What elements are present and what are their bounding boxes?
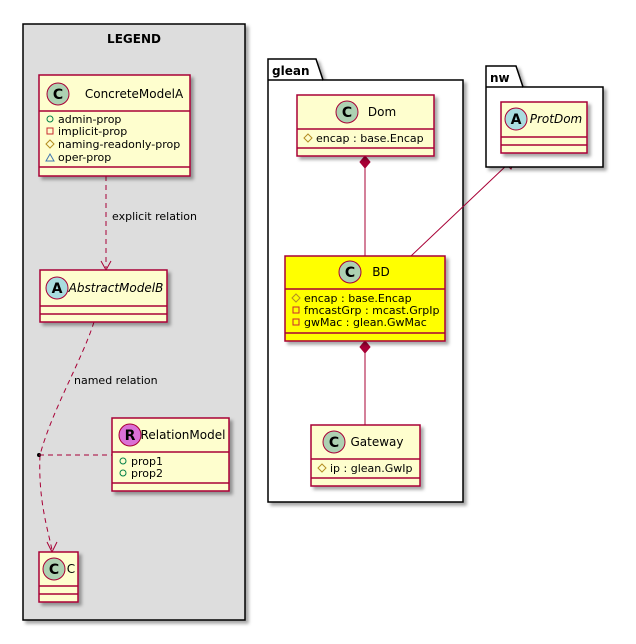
private-visibility-icon [292,306,300,314]
relation-stereotype-circle-icon [118,423,142,447]
composition-diamond-icon [359,340,371,354]
class-stereotype-letter: C [345,265,355,281]
private-visibility-icon [292,318,300,326]
public-visibility-icon [119,457,127,465]
class-member: prop1 [131,455,163,468]
class-member: encap : base.Encap [316,132,424,145]
class-stereotype-letter: C [342,105,352,121]
class-stereotype-circle-icon [335,100,359,124]
class-member: naming-readonly-prop [58,138,180,151]
class-name: C [67,562,75,576]
class-member: gwMac : glean.GwMac [304,316,427,329]
class-name: Gateway [350,435,403,449]
class-member: oper-prop [58,151,111,164]
class-c[interactable]: C C [38,551,79,603]
class-member: implicit-prop [58,125,127,138]
class-dom[interactable]: C Dom encap : base.Encap [296,94,435,157]
explicit-relation-label: explicit relation [112,210,197,223]
class-name: AbstractModelB [68,281,164,295]
class-concrete-model-a[interactable]: C ConcreteModelA admin-prop implicit-pro… [38,74,191,177]
class-stereotype-letter: A [52,281,63,297]
class-member: fmcastGrp : mcast.GrpIp [304,304,439,317]
class-gateway[interactable]: C Gateway ip : glean.GwIp [310,424,421,487]
abstract-stereotype-circle-icon [504,107,528,131]
abstract-stereotype-circle-icon [45,276,69,300]
relation-bd-gateway [359,340,371,425]
protected-visibility-icon [45,139,55,149]
legend-relations: explicit relation named relation [37,176,197,554]
class-stereotype-circle-icon [46,82,70,106]
class-stereotype-letter: C [49,562,59,578]
class-member: ip : glean.GwIp [330,462,413,475]
class-member: prop2 [131,467,163,480]
class-name: ConcreteModelA [85,87,184,101]
public-visibility-icon [119,469,127,477]
class-stereotype-letter: C [329,435,339,451]
private-visibility-icon [46,127,54,135]
package-title: nw [490,71,510,85]
public-visibility-icon [46,115,54,123]
composition-diamond-icon [359,155,371,169]
class-protdom[interactable]: A ProtDom [500,101,588,154]
class-stereotype-letter: A [511,112,522,128]
legend-title: LEGEND [107,32,161,46]
class-stereotype-circle-icon [338,260,362,284]
protected-visibility-icon [303,133,313,143]
named-relation-label: named relation [74,374,158,387]
class-member: encap : base.Encap [304,292,412,305]
class-name: Dom [368,105,396,119]
protected-visibility-icon [317,463,327,473]
class-relation-model[interactable]: R RelationModel prop1 prop2 [111,417,230,492]
class-name: RelationModel [141,428,226,442]
relation-dom-bd [359,155,371,256]
class-stereotype-circle-icon [322,430,346,454]
class-name: ProtDom [530,112,583,126]
class-name: BD [372,265,389,279]
class-abstract-model-b[interactable]: A AbstractModelB [39,269,168,323]
class-bd[interactable]: C BD encap : base.Encap fmcastGrp : mcas… [284,255,446,342]
protected-visibility-icon [291,293,301,303]
class-stereotype-letter: C [53,87,63,103]
package-title: glean [272,64,309,78]
class-member: admin-prop [58,113,121,126]
class-stereotype-letter: R [125,428,136,444]
package-visibility-icon [45,152,55,162]
class-stereotype-circle-icon [42,557,66,581]
